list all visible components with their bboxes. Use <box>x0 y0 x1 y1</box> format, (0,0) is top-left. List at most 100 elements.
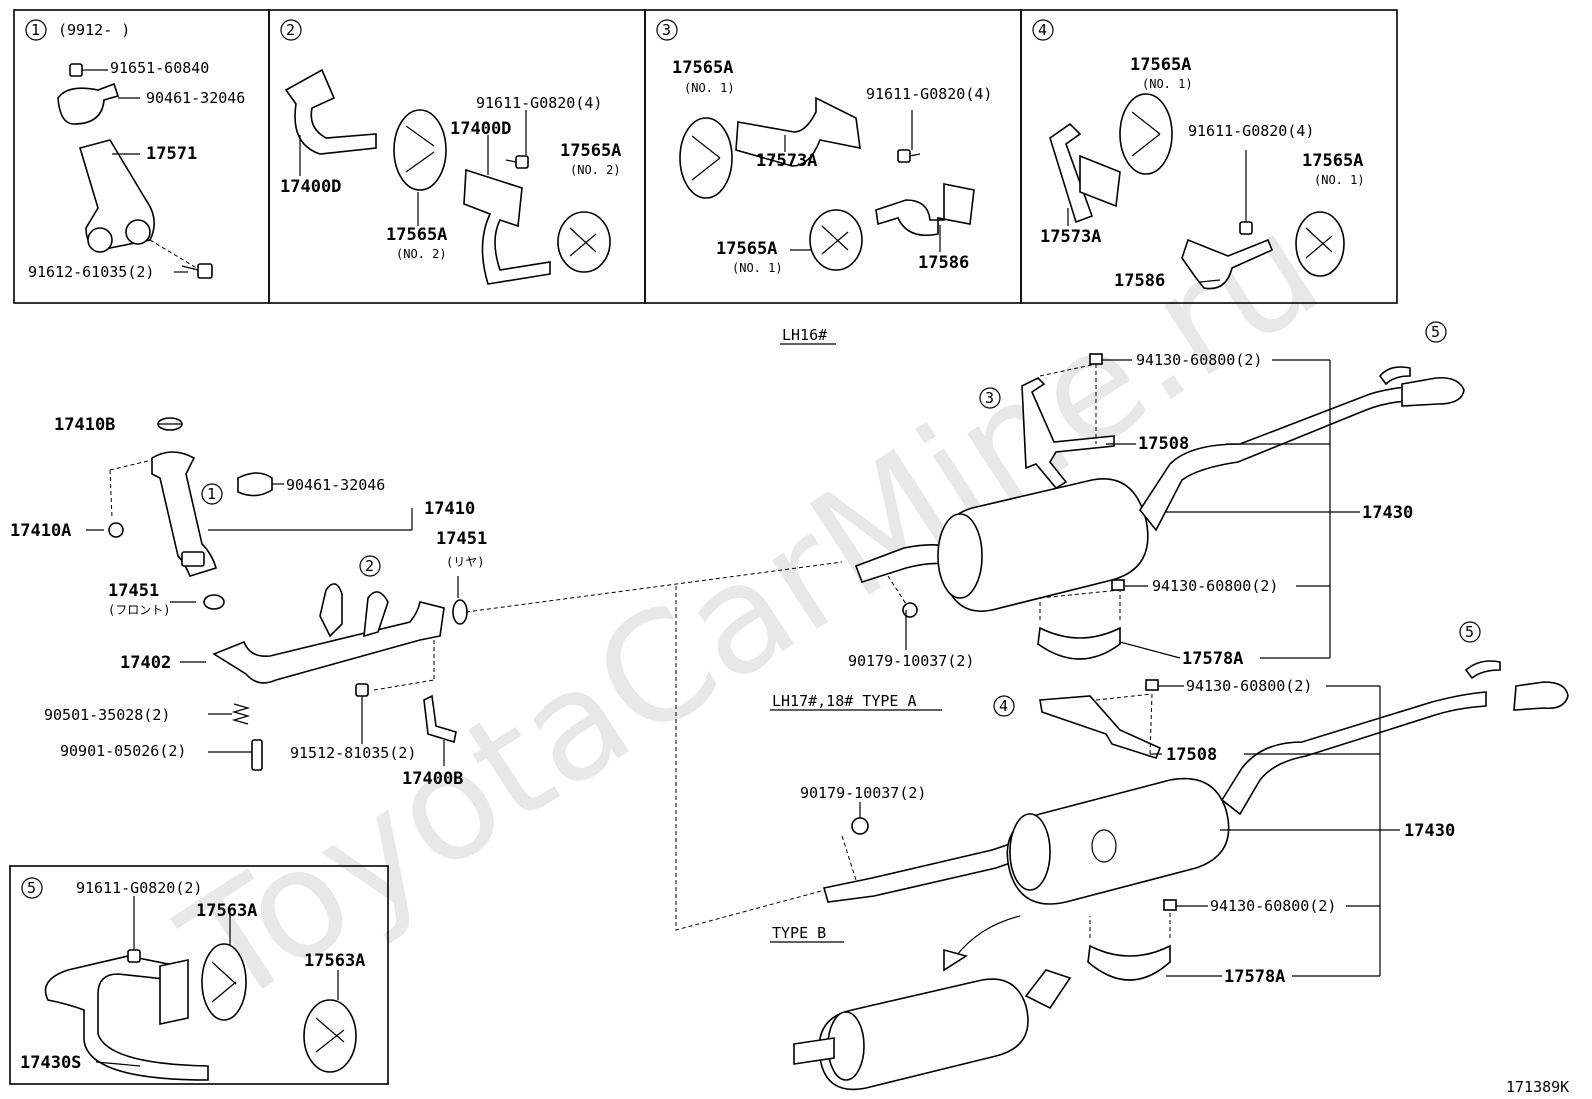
ref-circle-2: 2 <box>365 557 374 575</box>
label-17430-b: 17430 <box>1404 821 1455 841</box>
detail-box-4: 4 17565A (NO. 1) 91611-G0820(4) 17565A (… <box>1020 9 1398 304</box>
rubber-mount-icon <box>1295 211 1345 277</box>
detail-box-5: 5 91611-G0820(2) 17563A 17563A 17430S <box>9 865 389 1085</box>
box3-label-4: 17573A <box>756 151 817 171</box>
box2-number: 2 <box>286 21 295 39</box>
bolt-icon <box>355 683 369 697</box>
box3-label-1: 17565A <box>672 58 733 78</box>
hanger-17573A-icon <box>1049 122 1094 224</box>
box2-label-7: (NO. 2) <box>396 247 447 261</box>
clamp-icon <box>237 472 273 497</box>
label-94130-60800-d: 94130-60800(2) <box>1210 897 1336 915</box>
ref-circle-4: 4 <box>999 697 1008 715</box>
hanger-17400D-icon <box>284 68 377 155</box>
label-91512-81035: 91512-81035(2) <box>290 744 416 762</box>
box5-label-4: 17430S <box>20 1053 81 1073</box>
bolt-icon <box>251 739 263 771</box>
bolt-icon <box>1239 221 1253 235</box>
label-17578A-a: 17578A <box>1182 649 1243 669</box>
box2-label-6: 17565A <box>386 225 447 245</box>
gasket-icon <box>452 599 468 625</box>
box3-number: 3 <box>662 21 671 39</box>
label-17578A-b: 17578A <box>1224 967 1285 987</box>
rubber-mount-icon <box>809 209 863 271</box>
bolt-icon <box>69 63 90 77</box>
center-pipe-17402-icon <box>212 601 445 684</box>
box1-label-1: 91651-60840 <box>110 59 209 77</box>
label-90501-35028: 90501-35028(2) <box>44 706 170 724</box>
box1-label-3: 17571 <box>146 144 197 164</box>
strap-17578A-icon <box>1087 944 1171 981</box>
hanger-17586-icon <box>875 183 975 237</box>
ref-circle-3: 3 <box>985 389 994 407</box>
label-94130-60800-c: 94130-60800(2) <box>1186 677 1312 695</box>
box1-number: 1 <box>31 21 40 39</box>
bolt-icon <box>897 149 921 163</box>
label-17430-a: 17430 <box>1362 503 1413 523</box>
box3-label-7: 17586 <box>918 253 969 273</box>
box5-label-3: 17563A <box>304 951 365 971</box>
strap-17578A-icon <box>1037 626 1121 660</box>
box4-label-3: 91611-G0820(4) <box>1188 122 1314 140</box>
label-94130-60800-b: 94130-60800(2) <box>1152 577 1278 595</box>
hanger-17400D-b-icon <box>463 168 551 285</box>
box4-label-6: 17573A <box>1040 227 1101 247</box>
gasket-icon <box>203 594 225 610</box>
variant-caption-1: LH16# <box>782 326 827 344</box>
hanger-17586-icon <box>1181 238 1274 290</box>
rubber-mount-icon <box>303 999 357 1073</box>
label-90179-10037-b: 90179-10037(2) <box>800 784 926 802</box>
label-17508-a: 17508 <box>1138 434 1189 454</box>
box3-label-2: (NO. 1) <box>684 81 735 95</box>
hanger-icon <box>1039 695 1162 759</box>
label-17410B: 17410B <box>54 415 115 435</box>
box5-label-2: 17563A <box>196 901 257 921</box>
hanger-icon <box>1021 377 1115 490</box>
clamp-icon <box>57 82 120 125</box>
bolt-icon <box>127 949 141 963</box>
arrow-icon <box>943 948 968 972</box>
ref-circle-5b: 5 <box>1465 623 1474 641</box>
box4-label-5: (NO. 1) <box>1314 173 1365 187</box>
box2-label-1: 91611-G0820(4) <box>476 94 602 112</box>
rubber-mount-icon <box>679 117 733 199</box>
box2-label-5: 17400D <box>280 177 341 197</box>
tail-pipe-icon <box>822 837 1038 903</box>
label-rear-note: (リヤ) <box>446 555 484 569</box>
label-90179-10037-a: 90179-10037(2) <box>848 652 974 670</box>
bolt-icon <box>505 155 529 169</box>
box4-label-2: (NO. 1) <box>1142 77 1193 91</box>
rubber-mount-icon <box>1119 93 1173 175</box>
variant-caption-3: TYPE B <box>772 924 826 942</box>
main-assembly: LH16# LH17#,18# TYPE A TYPE B 1 2 3 4 5 … <box>10 321 1569 1091</box>
hanger-17573A-icon <box>735 96 861 167</box>
label-17402: 17402 <box>120 653 171 673</box>
rubber-mount-icon <box>201 943 247 1021</box>
box3-label-3: 91611-G0820(4) <box>866 85 992 103</box>
label-front-note: (フロント) <box>108 603 170 617</box>
front-pipe-17410-icon <box>151 451 217 577</box>
ref-circle-1: 1 <box>207 485 216 503</box>
box3-label-6: (NO. 1) <box>732 261 783 275</box>
label-90901-05026: 90901-05026(2) <box>60 742 186 760</box>
ref-circle-5: 5 <box>1431 323 1440 341</box>
variant-caption-2: LH17#,18# TYPE A <box>772 692 917 710</box>
box3-label-5: 17565A <box>716 239 777 259</box>
muffler-type-b-icon <box>818 978 1029 1091</box>
box1-label-4: 91612-61035(2) <box>28 263 154 281</box>
label-17451-rear: 17451 <box>436 529 487 549</box>
detail-box-1: 1 (9912- ) 91651-60840 90461-32046 17571… <box>13 9 270 304</box>
diagram-id: 171389K <box>1506 1078 1569 1096</box>
detail-box-3: 3 17565A (NO. 1) 91611-G0820(4) 17573A 1… <box>644 9 1022 304</box>
box4-number: 4 <box>1038 21 1047 39</box>
box4-label-7: 17586 <box>1114 271 1165 291</box>
label-17400B: 17400B <box>402 769 463 789</box>
label-94130-60800-a: 94130-60800(2) <box>1136 351 1262 369</box>
box2-label-4: (NO. 2) <box>570 163 621 177</box>
bracket-17400B-icon <box>423 694 457 744</box>
spring-icon <box>231 703 251 725</box>
box1-date: (9912- ) <box>58 21 130 39</box>
box4-label-4: 17565A <box>1302 151 1363 171</box>
box5-label-1: 91611-G0820(2) <box>76 879 202 897</box>
